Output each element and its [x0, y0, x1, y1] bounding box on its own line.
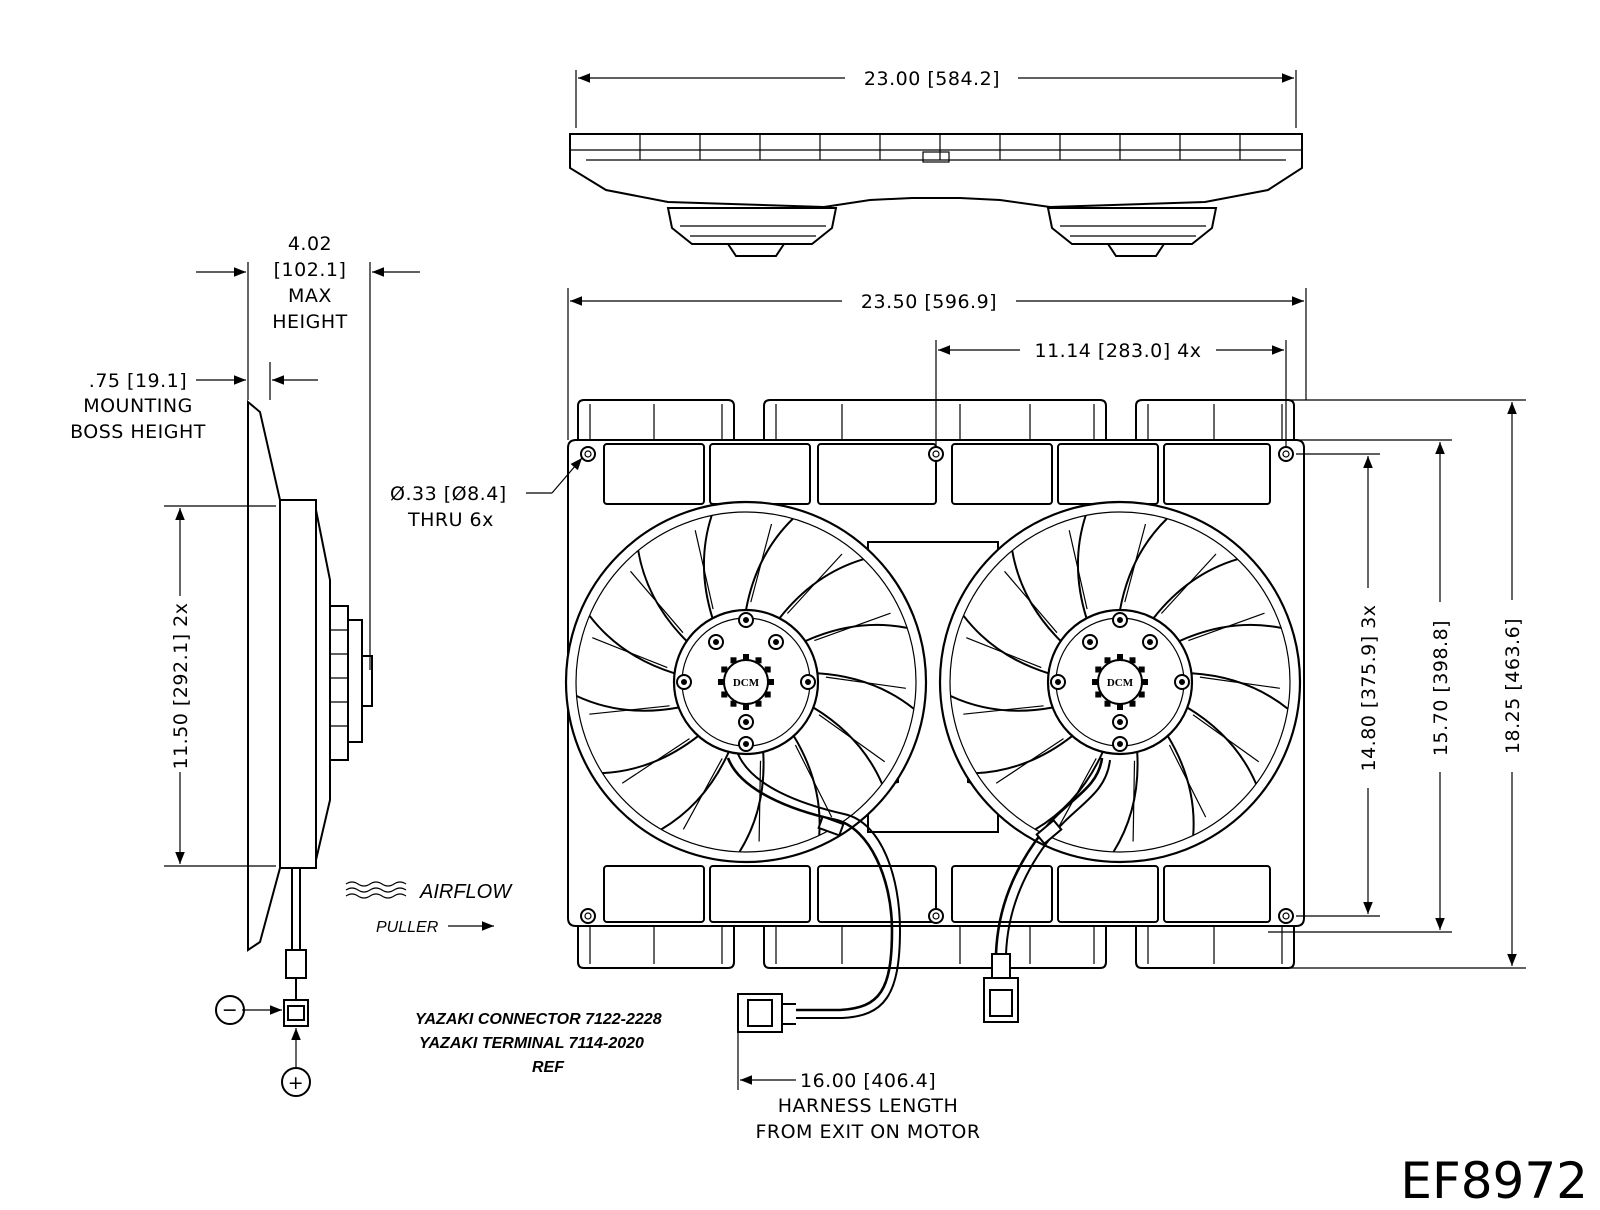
harness-exit-label: FROM EXIT ON MOTOR — [755, 1121, 980, 1143]
hole-spacing-dimension: 11.14 [283.0] 4x — [1034, 340, 1201, 362]
max-height-label-2: HEIGHT — [272, 311, 348, 333]
overall-width-dimension: 23.50 [596.9] — [861, 291, 997, 313]
fan-blade — [1011, 550, 1062, 642]
boss-height-label: MOUNTING — [83, 395, 193, 417]
boss-height-value: .75 [19.1] — [89, 370, 187, 392]
fan-blade — [1034, 751, 1104, 831]
fan-blade — [950, 695, 1053, 712]
overall-height-dimension: 18.25 [463.6] — [1502, 618, 1524, 754]
fan-blade — [976, 735, 1073, 775]
fan-1: DCM — [564, 500, 928, 864]
side-view: 4.02 [102.1] MAX HEIGHT .75 [19.1] MOUNT… — [70, 233, 513, 1097]
fan-blade — [817, 672, 915, 710]
airflow-label: AIRFLOW — [419, 881, 513, 903]
fan-logo: DCM — [733, 677, 760, 689]
harness-length-label: HARNESS LENGTH — [778, 1095, 959, 1117]
connector-note-line1: YAZAKI CONNECTOR 7122-2228 — [415, 1011, 662, 1028]
fan-blade — [812, 706, 884, 785]
part-number: EF8972 — [1400, 1152, 1588, 1210]
fan-2: DCM — [938, 500, 1302, 864]
fan-logo: DCM — [1107, 677, 1134, 689]
fan-blade — [576, 695, 679, 712]
puller-label: PULLER — [376, 919, 439, 936]
fan-blade — [778, 558, 864, 619]
fan-blade — [1119, 517, 1168, 611]
fan-blade — [637, 550, 688, 642]
positive-terminal-symbol: + — [288, 1072, 304, 1094]
negative-terminal-symbol: − — [222, 999, 238, 1021]
max-height-label: MAX — [288, 285, 332, 307]
fan-blade — [660, 751, 730, 831]
max-height-value: 4.02 — [288, 233, 332, 255]
connector-note-line2: YAZAKI TERMINAL 7114-2020 — [419, 1035, 644, 1052]
plate-height-dimension: 15.70 [398.8] — [1430, 620, 1452, 756]
top-width-dimension: 23.00 [584.2] — [864, 68, 1000, 90]
fan-assemblies: DCM DCM — [564, 500, 1302, 864]
fan-blade — [1166, 735, 1195, 836]
harness-length-dimension: 16.00 [406.4] — [800, 1070, 936, 1092]
top-view: 23.00 [584.2] — [569, 68, 1303, 257]
fan-blade — [1152, 558, 1238, 619]
fan-blade — [962, 615, 1049, 675]
fan-blade — [1178, 623, 1282, 643]
fan-blade — [1186, 706, 1258, 785]
hole-diameter-dimension: Ø.33 [Ø8.4] — [390, 483, 507, 505]
front-view: 23.50 [596.9] 11.14 [283.0] 4x Ø.33 [Ø8.… — [390, 288, 1526, 1143]
wire-harness — [726, 753, 1111, 1033]
fan-blade — [745, 517, 794, 611]
boss-height-label-2: BOSS HEIGHT — [70, 421, 206, 443]
mounting-holes — [580, 446, 1294, 924]
fan-blade — [588, 615, 675, 675]
connector-note-line3: REF — [532, 1059, 565, 1076]
hole-thru-note: THRU 6x — [407, 509, 494, 531]
hole-height-dimension: 14.80 [375.9] 3x — [1358, 604, 1380, 771]
max-height-metric: [102.1] — [274, 259, 347, 281]
fan-blade — [1076, 515, 1088, 619]
fan-blade — [1191, 672, 1289, 710]
fan-blade — [602, 735, 699, 775]
fan-blade — [738, 751, 765, 853]
fan-blade — [1112, 751, 1139, 853]
fan-blade — [702, 515, 714, 619]
shroud-height-dimension: 11.50 [292.1] 2x — [170, 602, 192, 769]
fan-blade — [804, 623, 908, 643]
